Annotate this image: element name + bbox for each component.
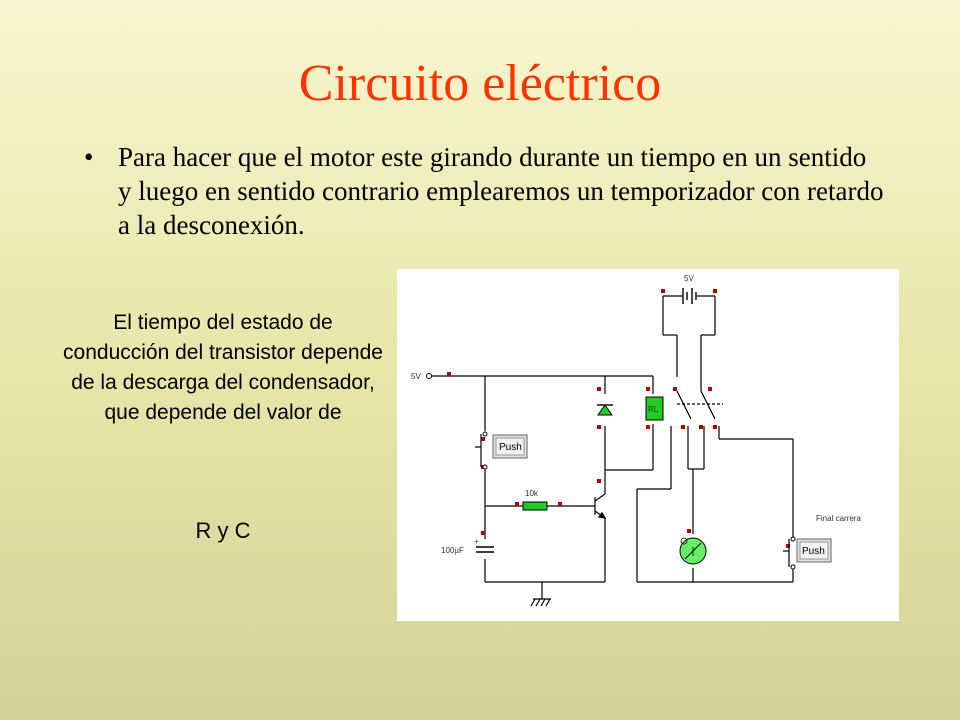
motor-icon	[679, 537, 707, 565]
bullet-text: Para hacer que el motor este girando dur…	[118, 142, 884, 240]
transistor-icon	[594, 477, 607, 519]
relay-label: RL	[648, 405, 659, 414]
push-button-right-face	[799, 541, 829, 560]
relay-coil-icon	[645, 396, 664, 421]
terminal-markers	[447, 289, 790, 548]
bullet-paragraph: • Para hacer que el motor este girando d…	[84, 140, 884, 242]
resistor-label: 10k	[525, 489, 539, 498]
push-switch-left-icon	[475, 431, 488, 470]
slide-title: Circuito eléctrico	[298, 55, 662, 112]
capacitor-icon	[476, 546, 494, 553]
circuit-background	[397, 269, 899, 621]
explanation-rc: R y C	[195, 518, 251, 543]
resistor-icon	[522, 501, 548, 511]
diode-icon	[597, 404, 613, 416]
supply-top-label: 5V	[684, 274, 694, 283]
push-switch-right-icon	[783, 536, 796, 570]
capacitor-plus-sign: +	[474, 537, 479, 546]
circuit-diagram: 5V 5V RL Push	[397, 269, 899, 621]
capacitor-label: 100µF	[441, 546, 464, 555]
push-button-left-face	[495, 437, 525, 456]
supply-left-label: 5V	[411, 372, 421, 381]
push-button-left-label: Push	[499, 442, 522, 453]
supply-terminal-icon	[426, 373, 432, 379]
limit-switch-label: Final carrera	[816, 514, 861, 523]
ground-icon	[530, 598, 551, 607]
explanation-text: El tiempo del estado de conducción del t…	[63, 311, 383, 424]
circuit-wires	[429, 295, 794, 599]
bullet-dot: •	[84, 142, 94, 172]
push-button-right-label: Push	[802, 546, 825, 557]
battery-icon	[682, 288, 697, 304]
